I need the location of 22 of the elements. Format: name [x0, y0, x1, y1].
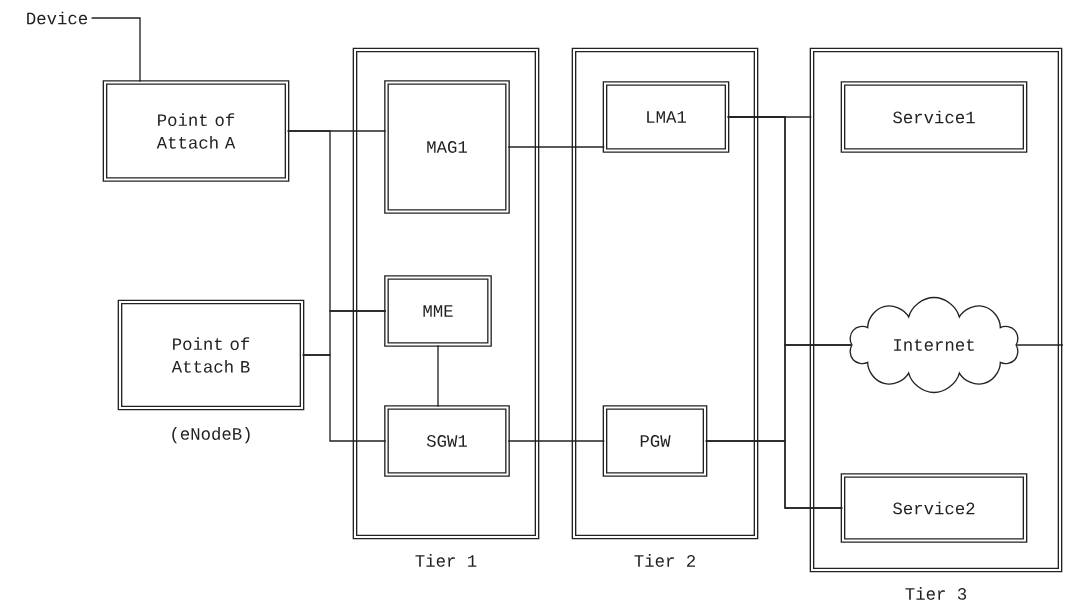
connector-line [1016, 344, 1064, 346]
connector-line [705, 440, 843, 509]
service-box: Service1 [840, 81, 1028, 153]
function-box: LMA1 [602, 81, 730, 153]
connector-line [90, 17, 141, 83]
device-label: Device [27, 11, 88, 25]
service-box: Service2 [840, 473, 1028, 543]
function-box: SGW1 [384, 405, 510, 477]
node-label: Tier 3 [905, 587, 967, 600]
function-box: PGW [602, 405, 708, 477]
attachment-box: Point of Attach B (eNodeB) [117, 299, 305, 444]
node-label: (eNodeB) [172, 427, 250, 444]
connector-line [507, 440, 605, 442]
connector-line [437, 344, 439, 408]
connector-line [302, 354, 387, 442]
internet-cloud: Internet [849, 296, 1019, 394]
node-label: Tier 2 [634, 554, 695, 567]
function-box: MAG1 [384, 80, 510, 214]
attachment-box: Point of Attach A [102, 80, 290, 182]
function-box: MME [384, 275, 492, 347]
node-label: Tier 1 [415, 554, 477, 567]
connector-line [507, 146, 605, 148]
